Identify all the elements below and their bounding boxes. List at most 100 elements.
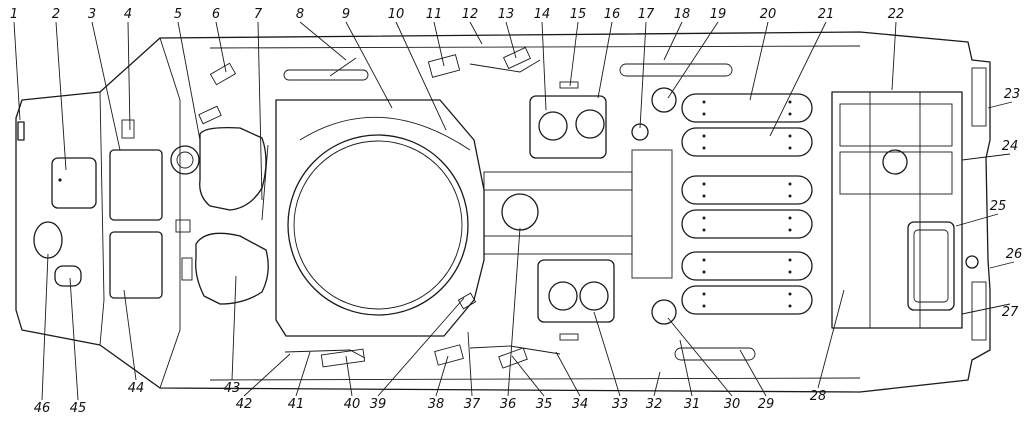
callout-label-22: 22 bbox=[888, 7, 905, 22]
callout-leader-5 bbox=[177, 21, 201, 141]
callout-leader-20 bbox=[749, 21, 769, 101]
callout-label-38: 38 bbox=[428, 397, 445, 412]
callout-label-10: 10 bbox=[388, 7, 405, 22]
seat-4 bbox=[681, 209, 813, 239]
callout-label-19: 19 bbox=[710, 7, 727, 22]
callout-label-5: 5 bbox=[174, 7, 182, 22]
callout-leader-46 bbox=[41, 253, 49, 401]
callout-label-43: 43 bbox=[224, 381, 241, 396]
callout-leader-19 bbox=[667, 21, 719, 99]
callout-leader-43 bbox=[231, 275, 237, 381]
callout-leader-17 bbox=[639, 21, 647, 129]
callout-leader-33 bbox=[593, 311, 621, 397]
callout-leader-42 bbox=[243, 353, 291, 397]
callout-label-23: 23 bbox=[1004, 87, 1021, 102]
callout-label-37: 37 bbox=[464, 397, 481, 412]
callout-label-18: 18 bbox=[674, 7, 691, 22]
callout-label-31: 31 bbox=[684, 397, 701, 412]
callout-leader-26 bbox=[989, 261, 1015, 269]
callout-leader-15 bbox=[569, 21, 579, 87]
callout-label-36: 36 bbox=[500, 397, 517, 412]
callout-leader-3 bbox=[91, 21, 121, 151]
callout-leader-23 bbox=[987, 101, 1013, 109]
callout-leader-38 bbox=[435, 355, 449, 397]
troop-seats bbox=[681, 93, 813, 315]
callout-leader-30 bbox=[667, 317, 733, 397]
callout-leader-35 bbox=[511, 355, 545, 397]
callout-leader-41 bbox=[295, 351, 311, 397]
seat-3 bbox=[681, 175, 813, 205]
callout-label-13: 13 bbox=[498, 7, 515, 22]
callout-label-40: 40 bbox=[344, 397, 361, 412]
callout-leader-29 bbox=[739, 349, 767, 397]
callout-label-21: 21 bbox=[818, 7, 835, 22]
callout-leader-36 bbox=[507, 227, 521, 397]
callout-leader-18 bbox=[663, 21, 683, 61]
callout-label-44: 44 bbox=[128, 381, 145, 396]
callout-label-16: 16 bbox=[604, 7, 621, 22]
callout-leader-39 bbox=[377, 297, 465, 397]
callout-leader-14 bbox=[541, 21, 547, 111]
callout-leader-25 bbox=[955, 213, 999, 227]
callout-leader-16 bbox=[597, 21, 613, 99]
callout-label-29: 29 bbox=[758, 397, 775, 412]
callout-label-11: 11 bbox=[426, 7, 443, 22]
seat-2 bbox=[681, 127, 813, 157]
callout-label-7: 7 bbox=[254, 7, 263, 22]
callout-leader-37 bbox=[467, 331, 473, 397]
callout-label-28: 28 bbox=[810, 389, 827, 404]
callout-leader-24 bbox=[961, 153, 1011, 161]
callout-label-20: 20 bbox=[760, 7, 777, 22]
callout-leader-9 bbox=[345, 21, 393, 109]
seat-5 bbox=[681, 251, 813, 281]
callout-leader-34 bbox=[555, 351, 581, 397]
callout-label-14: 14 bbox=[534, 7, 551, 22]
callout-label-1: 1 bbox=[10, 7, 18, 22]
callout-label-25: 25 bbox=[990, 199, 1007, 214]
callout-label-41: 41 bbox=[288, 397, 305, 412]
callout-label-8: 8 bbox=[296, 7, 304, 22]
callout-label-34: 34 bbox=[572, 397, 589, 412]
callout-leader-12 bbox=[469, 21, 483, 45]
callout-leader-45 bbox=[69, 277, 79, 401]
callout-label-30: 30 bbox=[724, 397, 741, 412]
callout-leader-22 bbox=[891, 21, 897, 91]
callout-leader-11 bbox=[433, 21, 445, 67]
callout-label-15: 15 bbox=[570, 7, 587, 22]
callout-label-24: 24 bbox=[1002, 139, 1019, 154]
callout-leader-28 bbox=[817, 289, 845, 389]
callout-leader-27 bbox=[961, 303, 1011, 315]
callout-leader-2 bbox=[55, 21, 67, 171]
callout-label-12: 12 bbox=[462, 7, 479, 22]
driver-station bbox=[170, 62, 269, 305]
top-fittings bbox=[283, 46, 756, 361]
bottom-fittings bbox=[284, 292, 561, 369]
callout-label-35: 35 bbox=[536, 397, 553, 412]
callout-leader-13 bbox=[505, 21, 517, 59]
front-hatches bbox=[17, 119, 163, 299]
callout-leader-32 bbox=[653, 371, 661, 397]
callout-leader-40 bbox=[345, 355, 353, 397]
callout-label-3: 3 bbox=[88, 7, 96, 22]
callout-label-9: 9 bbox=[342, 7, 350, 22]
seat-6 bbox=[681, 285, 813, 315]
callout-leader-8 bbox=[299, 21, 347, 61]
callout-label-45: 45 bbox=[70, 401, 87, 416]
callout-label-39: 39 bbox=[370, 397, 387, 412]
hull-outline bbox=[15, 31, 991, 393]
callout-leaders bbox=[13, 21, 1015, 401]
seat-1 bbox=[681, 93, 813, 123]
callout-label-2: 2 bbox=[52, 7, 60, 22]
callout-label-4: 4 bbox=[124, 7, 132, 22]
callout-leader-21 bbox=[769, 21, 827, 137]
callout-leader-31 bbox=[679, 339, 693, 397]
callout-label-6: 6 bbox=[212, 7, 220, 22]
callout-label-27: 27 bbox=[1002, 305, 1019, 320]
callout-leader-10 bbox=[395, 21, 447, 131]
callout-leader-1 bbox=[13, 21, 21, 121]
callout-label-17: 17 bbox=[638, 7, 655, 22]
turret-ring bbox=[275, 99, 485, 337]
callout-leader-4 bbox=[127, 21, 131, 131]
